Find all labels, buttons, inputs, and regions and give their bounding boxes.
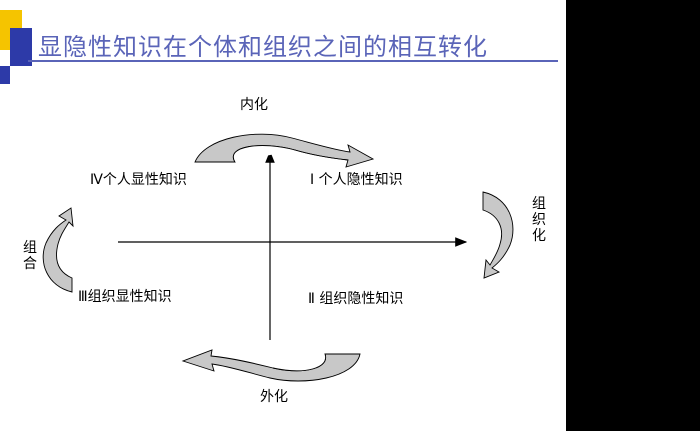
page-title: 显隐性知识在个体和组织之间的相互转化 xyxy=(38,33,488,61)
deco-blue-stub xyxy=(0,66,10,84)
externalization-arrow xyxy=(181,349,361,382)
quadrant-iii-label: Ⅲ组织显性知识 xyxy=(78,289,172,305)
slide: 显隐性知识在个体和组织之间的相互转化 内化 外 xyxy=(0,0,566,431)
knowledge-conversion-diagram xyxy=(42,133,514,382)
organization-label: 组织化 xyxy=(532,196,546,244)
combination-arrow xyxy=(42,207,74,293)
quadrant-i-label: Ⅰ 个人隐性知识 xyxy=(310,172,403,188)
internalization-label: 内化 xyxy=(240,97,268,113)
title-decoration xyxy=(0,10,558,84)
internalization-arrow xyxy=(194,133,375,168)
organization-arrow xyxy=(482,191,514,279)
quadrant-iv-label: Ⅳ个人显性知识 xyxy=(90,172,187,188)
title-underline xyxy=(28,60,558,62)
externalization-label: 外化 xyxy=(260,389,288,405)
combination-label: 组合 xyxy=(23,240,37,272)
quadrant-ii-label: Ⅱ 组织隐性知识 xyxy=(308,291,404,307)
deco-blue-block xyxy=(10,28,32,66)
